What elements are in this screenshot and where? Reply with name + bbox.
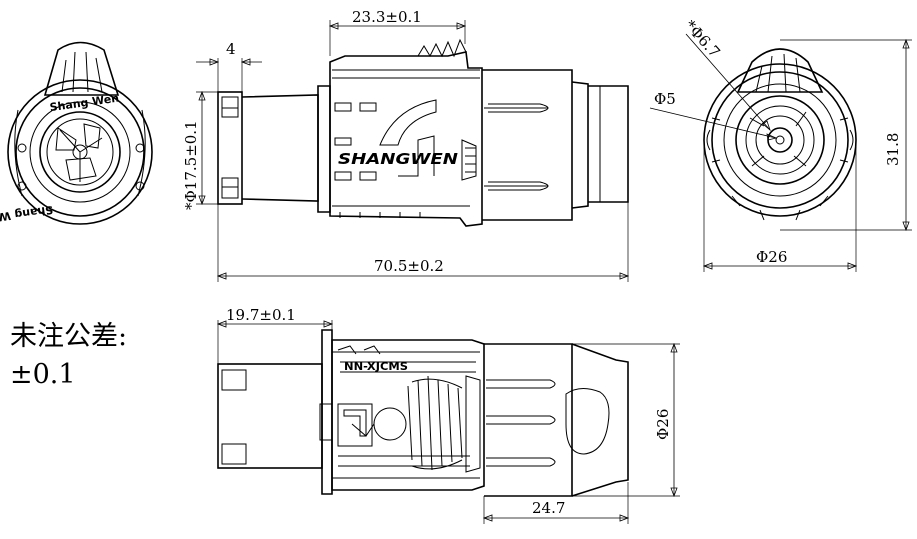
- dim-pin-dia-top: *Φ6.7: [681, 17, 724, 61]
- bottom-view-dimensions: 19.7±0.1 Φ26 24.7: [216, 306, 680, 524]
- dim-end-dia: Φ26: [756, 248, 787, 266]
- right-end-view: *Φ6.7 Φ5 31.8 Φ26: [649, 17, 912, 272]
- dim-end-height: 31.8: [884, 133, 902, 166]
- tolerance-note-title: 未注公差:: [10, 321, 128, 352]
- brand-label: SHANGWEN: [338, 150, 459, 168]
- dim-nut-dia: Φ26: [654, 409, 672, 440]
- top-view-dimensions: 23.3±0.1 4 *Φ17.5±0.1 70.5±0.2: [182, 8, 630, 282]
- tolerance-note-value: ±0.1: [10, 359, 76, 390]
- dim-lower-width: 19.7±0.1: [226, 306, 296, 324]
- tolerance-note: 未注公差: ±0.1: [10, 318, 127, 394]
- dim-top-width: 23.3±0.1: [352, 8, 422, 26]
- ring-label-bottom: Shang Wen: [0, 203, 54, 226]
- dim-total-length: 70.5±0.2: [374, 257, 444, 275]
- model-label: NN-XJCMS: [344, 360, 408, 373]
- left-end-view: Shang Wen Shang Wen: [0, 41, 153, 226]
- dim-nut-length: 24.7: [532, 499, 565, 517]
- top-side-view: SHANGWEN: [217, 38, 629, 227]
- dim-flange: 4: [226, 40, 236, 58]
- dim-pin-dia-5: Φ5: [654, 90, 676, 108]
- bottom-side-view: NN-XJCMS: [217, 329, 629, 497]
- dim-cable-dia: *Φ17.5±0.1: [182, 120, 200, 210]
